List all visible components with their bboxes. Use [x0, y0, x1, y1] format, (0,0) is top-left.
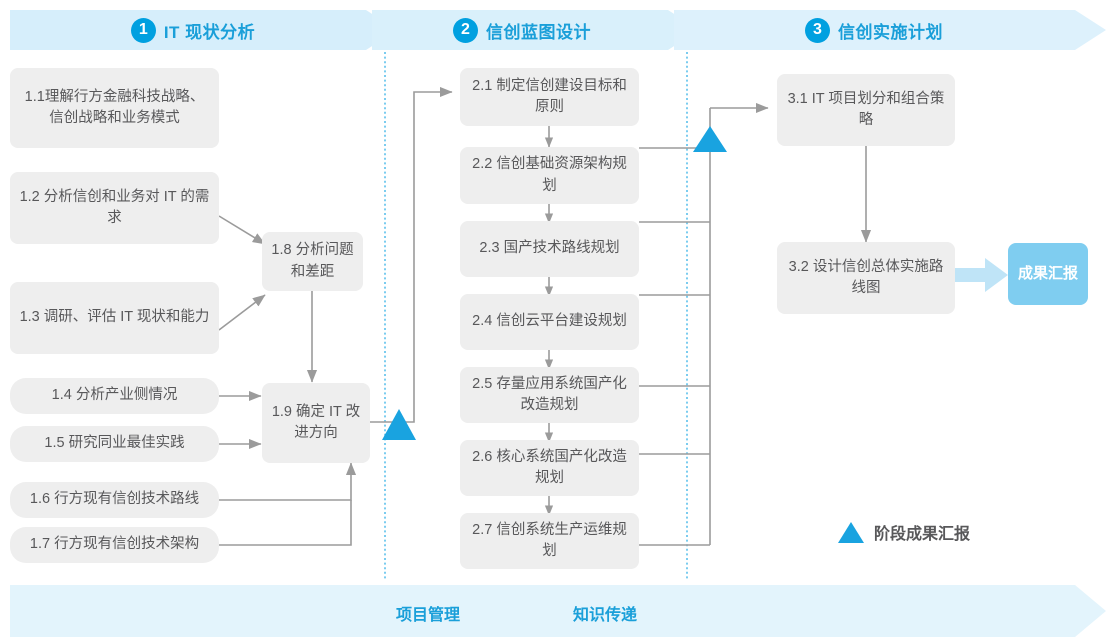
process-box-label: 1.3 调研、评估 IT 现状和能力 [19, 309, 210, 326]
process-box-label: 1.6 行方现有信创技术路线 [29, 491, 200, 508]
milestone-triangle-phase2 [693, 126, 727, 152]
process-box-1-1[interactable]: 1.1理解行方金融科技战略、信创战略和业务模式 [10, 68, 219, 148]
process-box-label: 1.8 分析问题和差距 [271, 242, 354, 280]
process-box-label: 1.7 行方现有信创技术架构 [29, 536, 200, 553]
process-box-label: 2.3 国产技术路线规划 [479, 240, 620, 257]
phase-title-3: 信创实施计划 [838, 22, 943, 42]
process-box-1-7[interactable]: 1.7 行方现有信创技术架构 [10, 527, 219, 563]
process-box-label: 2.2 信创基础资源架构规划 [472, 156, 627, 194]
process-box-label: 1.5 研究同业最佳实践 [44, 435, 185, 452]
process-box-label: 3.2 设计信创总体实施路线图 [788, 258, 944, 296]
process-box-label: 1.4 分析产业侧情况 [51, 387, 178, 404]
phase-number-2: 2 [453, 17, 478, 43]
process-box-2-6[interactable]: 2.6 核心系统国产化改造规划 [460, 440, 639, 496]
legend-milestone: 阶段成果汇报 [838, 520, 970, 544]
connector-1_6-to-1_9 [219, 462, 357, 501]
result-badge[interactable]: 成果汇报 [1008, 243, 1088, 305]
phase-number-3: 3 [805, 17, 830, 43]
footer-band [10, 585, 1106, 637]
process-box-1-8[interactable]: 1.8 分析问题和差距 [262, 232, 363, 291]
process-box-label: 2.4 信创云平台建设规划 [472, 313, 627, 330]
triangle-up-icon [838, 521, 864, 543]
process-box-1-6[interactable]: 1.6 行方现有信创技术路线 [10, 482, 219, 518]
phase-title-2: 信创蓝图设计 [486, 22, 591, 42]
footer-label-text: 项目管理 [396, 607, 461, 624]
process-box-2-7[interactable]: 2.7 信创系统生产运维规划 [460, 513, 639, 569]
process-box-2-3[interactable]: 2.3 国产技术路线规划 [460, 221, 639, 277]
process-box-1-5[interactable]: 1.5 研究同业最佳实践 [10, 426, 219, 462]
phase-header-1[interactable]: 1 IT 现状分析 [10, 10, 376, 50]
process-box-3-1[interactable]: 3.1 IT 项目划分和组合策略 [777, 74, 955, 146]
process-box-2-1[interactable]: 2.1 制定信创建设目标和原则 [460, 68, 639, 126]
process-box-label: 1.2 分析信创和业务对 IT 的需求 [19, 188, 210, 226]
process-box-1-9[interactable]: 1.9 确定 IT 改进方向 [262, 383, 370, 463]
process-box-label: 2.1 制定信创建设目标和原则 [472, 77, 627, 115]
connector-1_7-to-1_9 [219, 500, 352, 546]
footer-label-knowledge-transfer: 知识传递 [573, 601, 637, 625]
process-box-label: 2.5 存量应用系统国产化改造规划 [472, 375, 627, 413]
process-box-1-3[interactable]: 1.3 调研、评估 IT 现状和能力 [10, 282, 219, 354]
process-box-2-4[interactable]: 2.4 信创云平台建设规划 [460, 294, 639, 350]
process-box-label: 2.7 信创系统生产运维规划 [472, 521, 627, 559]
process-box-label: 2.6 核心系统国产化改造规划 [472, 448, 627, 486]
phase-header-2[interactable]: 2 信创蓝图设计 [372, 10, 672, 50]
connector-1_2-to-1_8 [218, 215, 266, 245]
phase-title-1: IT 现状分析 [163, 22, 256, 42]
process-box-2-5[interactable]: 2.5 存量应用系统国产化改造规划 [460, 367, 639, 423]
connector-1_3-to-1_8 [218, 294, 266, 331]
footer-label-text: 知识传递 [573, 607, 638, 624]
connector-3_2-to-badge [953, 258, 1008, 292]
phase-number-1: 1 [130, 17, 156, 43]
milestone-triangle-phase1 [382, 409, 416, 440]
process-box-1-4[interactable]: 1.4 分析产业侧情况 [10, 378, 219, 414]
footer-label-project-management: 项目管理 [396, 601, 460, 625]
process-box-3-2[interactable]: 3.2 设计信创总体实施路线图 [777, 242, 955, 314]
connector-1_9-to-2_1 [370, 86, 453, 423]
process-box-2-2[interactable]: 2.2 信创基础资源架构规划 [460, 147, 639, 204]
process-box-label: 3.1 IT 项目划分和组合策略 [787, 90, 945, 128]
process-box-1-2[interactable]: 1.2 分析信创和业务对 IT 的需求 [10, 172, 219, 244]
legend-label: 阶段成果汇报 [874, 526, 971, 543]
phase-header-3[interactable]: 3 信创实施计划 [674, 10, 1074, 50]
process-box-label: 1.1理解行方金融科技战略、信创战略和业务模式 [24, 88, 205, 126]
result-badge-label: 成果汇报 [1017, 264, 1078, 282]
process-box-label: 1.9 确定 IT 改进方向 [271, 403, 361, 441]
